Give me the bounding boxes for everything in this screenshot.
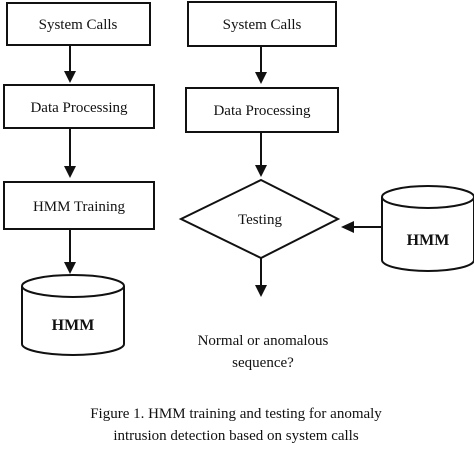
testing-decision-node: Testing — [178, 178, 341, 260]
hmm-training-label: HMM Training — [33, 199, 126, 215]
testing-output-line-2: sequence? — [232, 355, 294, 371]
testing-data-processing-node: Data Processing — [185, 87, 339, 133]
training-hmm-label: HMM — [52, 317, 95, 334]
testing-output-line-1: Normal or anomalous — [198, 333, 329, 349]
testing-edge-3 — [255, 258, 267, 297]
testing-edge-hmm-to-testing — [341, 221, 382, 233]
training-system-calls-node: System Calls — [6, 2, 151, 46]
testing-edge-1 — [255, 46, 267, 84]
testing-hmm-label: HMM — [407, 232, 450, 249]
training-edge-1 — [64, 45, 76, 83]
testing-system-calls-label: System Calls — [223, 17, 302, 33]
testing-label: Testing — [238, 212, 282, 228]
training-system-calls-label: System Calls — [39, 17, 118, 33]
training-hmm-database: HMM — [21, 274, 125, 356]
testing-pipeline: System Calls Data Processing Testing HMM — [178, 1, 474, 371]
training-data-processing-node: Data Processing — [3, 84, 155, 129]
caption-line-2: intrusion detection based on system call… — [113, 428, 359, 444]
caption-line-1: Figure 1. HMM training and testing for a… — [90, 406, 382, 422]
figure-caption: Figure 1. HMM training and testing for a… — [90, 406, 382, 444]
testing-system-calls-node: System Calls — [187, 1, 337, 47]
training-edge-3 — [64, 229, 76, 274]
testing-hmm-database: HMM — [381, 185, 474, 272]
testing-edge-2 — [255, 132, 267, 177]
training-edge-2 — [64, 128, 76, 178]
training-pipeline: System Calls Data Processing HMM Trainin… — [3, 2, 155, 356]
testing-data-processing-label: Data Processing — [213, 103, 311, 119]
training-data-processing-label: Data Processing — [30, 100, 128, 116]
hmm-training-node: HMM Training — [3, 181, 155, 230]
